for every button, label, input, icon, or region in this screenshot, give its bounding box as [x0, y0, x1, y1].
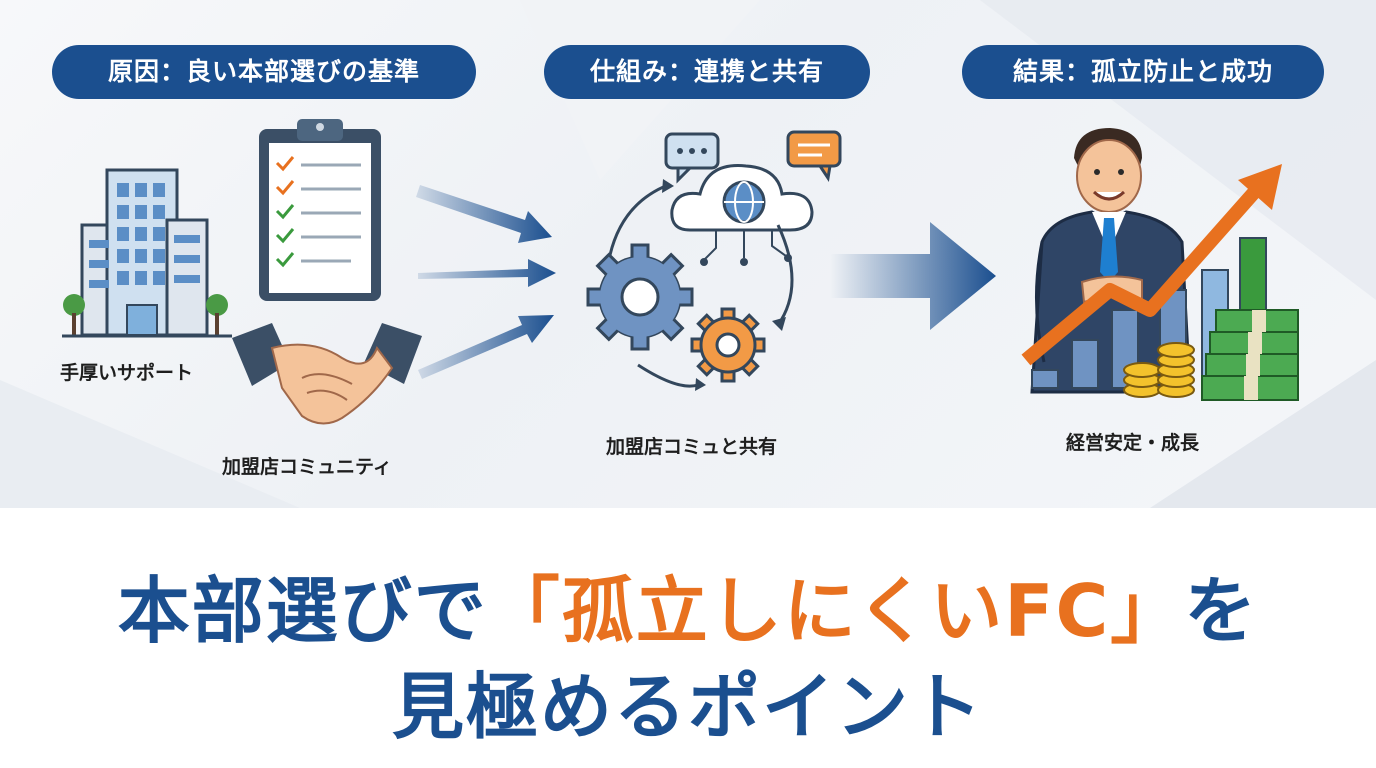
headline-line-2: 見極めるポイント: [391, 665, 984, 749]
headline-accent: 「孤立しにくいFC」: [487, 569, 1185, 653]
money-stack-icon: [1123, 309, 1299, 401]
big-arrow-icon: [830, 222, 996, 330]
headline-line-1: 本部選びで「孤立しにくいFC」を: [0, 552, 1376, 657]
caption-support: 手厚いサポート: [60, 362, 194, 384]
office-building-icon: [62, 168, 232, 338]
headline-line-1-before: 本部選びで: [117, 569, 488, 653]
header-result: 結果：孤立防止と成功: [962, 45, 1324, 99]
handshake-icon: [232, 323, 422, 425]
infographic-panel: 原因：良い本部選びの基準 仕組み：連携と共有 結果：孤立防止と成功: [0, 0, 1376, 508]
headline-panel: 本部選びで「孤立しにくいFC」を 見極めるポイント: [0, 508, 1376, 768]
caption-community: 加盟店コミュニティ: [222, 456, 392, 478]
converging-arrows-icon: [416, 185, 556, 379]
caption-growth: 経営安定・成長: [1066, 432, 1200, 454]
caption-sharing: 加盟店コミュと共有: [606, 436, 778, 458]
header-mechanism: 仕組み：連携と共有: [544, 45, 870, 99]
cloud-globe-icon: [664, 130, 842, 266]
checklist-clipboard-icon: [259, 119, 381, 301]
gears-icon: [586, 179, 794, 391]
header-cause: 原因：良い本部選びの基準: [52, 45, 476, 99]
headline-line-1-after: を: [1184, 569, 1259, 653]
